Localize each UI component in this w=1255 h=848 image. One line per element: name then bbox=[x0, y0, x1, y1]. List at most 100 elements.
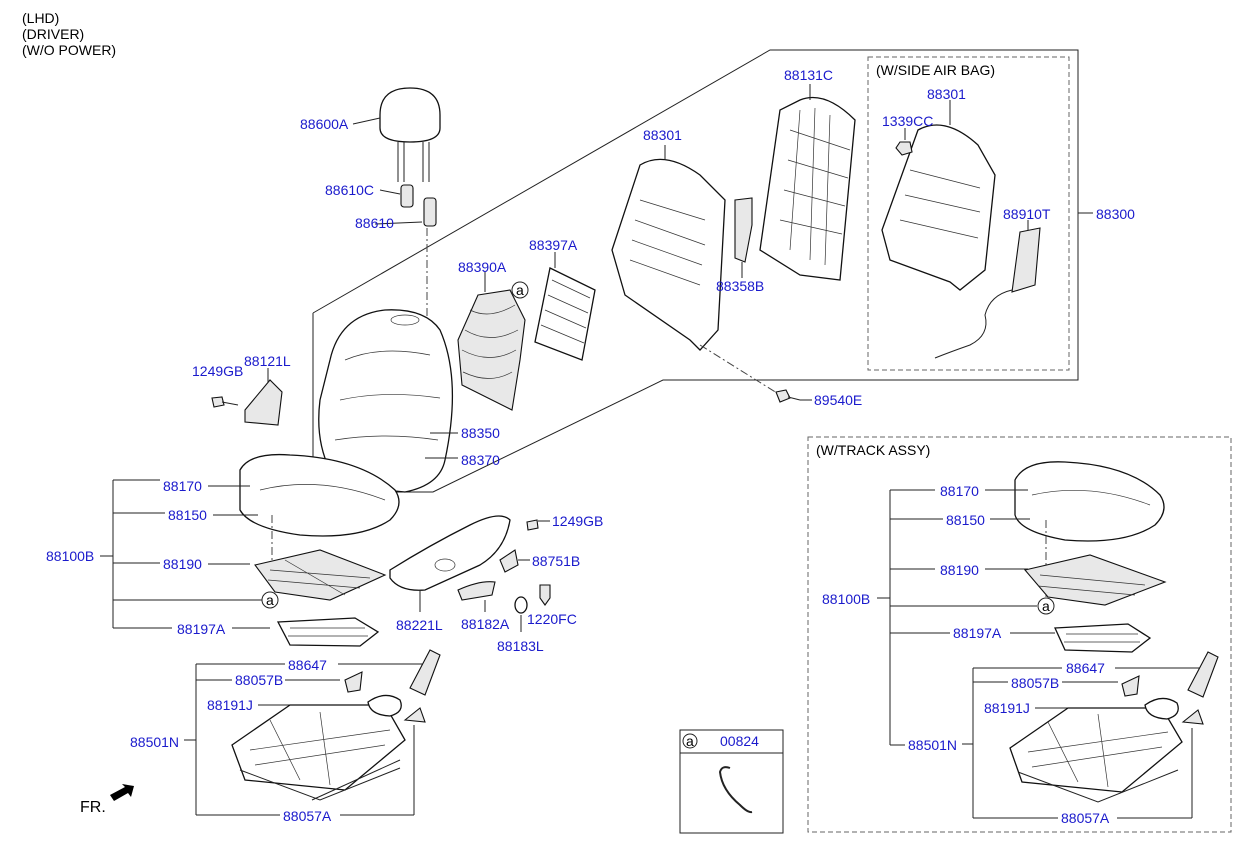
side-airbag-module bbox=[934, 227, 1041, 359]
label-88647[interactable]: 88647 bbox=[288, 657, 327, 673]
header-line-wo-power: (W/O POWER) bbox=[22, 42, 117, 58]
track-callout-a bbox=[1037, 597, 1055, 615]
label-88183L[interactable]: 88183L bbox=[497, 638, 544, 654]
track-cover-88647 bbox=[1187, 651, 1219, 698]
label-88910T[interactable]: 88910T bbox=[1003, 206, 1051, 222]
front-direction-label: FR. bbox=[80, 799, 106, 816]
label-88057A[interactable]: 88057A bbox=[283, 808, 332, 824]
bracket-88057B bbox=[344, 671, 363, 693]
track-assy-box bbox=[807, 436, 1232, 833]
track-bracket-88057B bbox=[1121, 675, 1140, 697]
track-label-88191J[interactable]: 88191J bbox=[984, 700, 1030, 716]
wire-clip-00824 bbox=[718, 766, 753, 814]
screw-1249GB-mid bbox=[526, 519, 539, 531]
header-line-driver: (DRIVER) bbox=[22, 26, 85, 42]
label-88350[interactable]: 88350 bbox=[461, 425, 500, 441]
track-label-88057B[interactable]: 88057B bbox=[1011, 675, 1059, 691]
clip-88647 bbox=[403, 707, 426, 723]
label-1220FC[interactable]: 1220FC bbox=[527, 611, 577, 627]
seat-cushion bbox=[239, 453, 400, 537]
label-88301-main[interactable]: 88301 bbox=[643, 127, 682, 143]
side-airbag-box bbox=[867, 56, 1070, 371]
track-seat-track-frame bbox=[1009, 707, 1183, 803]
track-label-88100B[interactable]: 88100B bbox=[822, 591, 870, 607]
header-notes: (LHD) (DRIVER) (W/O POWER) bbox=[22, 10, 116, 58]
headrest-guide-bracket bbox=[734, 197, 753, 263]
seat-pan bbox=[254, 549, 387, 601]
label-88397A[interactable]: 88397A bbox=[529, 237, 578, 253]
track-label-88197A[interactable]: 88197A bbox=[953, 625, 1002, 641]
lever-88182A bbox=[457, 581, 496, 601]
screw-1220FC bbox=[539, 584, 551, 606]
label-88121L[interactable]: 88121L bbox=[244, 353, 291, 369]
frame-bolt-line bbox=[699, 344, 786, 399]
track-seat-cushion bbox=[1014, 461, 1165, 542]
track-label-88057A[interactable]: 88057A bbox=[1061, 810, 1110, 826]
bracket-88100B bbox=[100, 479, 270, 629]
callout-a-back-text: a bbox=[516, 282, 524, 298]
label-00824[interactable]: 00824 bbox=[720, 733, 759, 749]
seatback-frame-airbag bbox=[881, 124, 996, 291]
clip-detail-callout bbox=[682, 733, 698, 749]
callout-a-cushion-text: a bbox=[266, 592, 274, 608]
header-line-lhd: (LHD) bbox=[22, 10, 60, 26]
label-88390A[interactable]: 88390A bbox=[458, 259, 507, 275]
label-88370[interactable]: 88370 bbox=[461, 452, 500, 468]
label-89540E[interactable]: 89540E bbox=[814, 392, 862, 408]
callout-a-cushion bbox=[261, 591, 279, 609]
knob-88751B bbox=[499, 549, 519, 573]
label-88182A[interactable]: 88182A bbox=[461, 616, 510, 632]
callout-a-back bbox=[511, 281, 529, 299]
label-88358B[interactable]: 88358B bbox=[716, 278, 764, 294]
seatback-board bbox=[759, 96, 856, 281]
recliner-88191J bbox=[367, 694, 402, 717]
seat-track-frame bbox=[231, 704, 406, 801]
label-88610[interactable]: 88610 bbox=[355, 215, 394, 231]
track-label-88170[interactable]: 88170 bbox=[940, 483, 979, 499]
label-88751B[interactable]: 88751B bbox=[532, 553, 580, 569]
label-88100B[interactable]: 88100B bbox=[46, 548, 94, 564]
label-88190[interactable]: 88190 bbox=[163, 556, 202, 572]
track-recliner-88191J bbox=[1144, 697, 1179, 720]
track-label-88647[interactable]: 88647 bbox=[1066, 660, 1105, 676]
track-assy-box-title: (W/TRACK ASSY) bbox=[816, 442, 930, 458]
side-shield bbox=[389, 515, 511, 591]
label-1339CC[interactable]: 1339CC bbox=[882, 113, 933, 129]
label-88197A[interactable]: 88197A bbox=[177, 621, 226, 637]
label-1249GB-mid[interactable]: 1249GB bbox=[552, 513, 603, 529]
label-88501N[interactable]: 88501N bbox=[130, 734, 179, 750]
label-88610C[interactable]: 88610C bbox=[325, 182, 374, 198]
side-airbag-box-title: (W/SIDE AIR BAG) bbox=[876, 62, 995, 78]
cover-88647 bbox=[409, 649, 441, 696]
track-label-88150[interactable]: 88150 bbox=[946, 512, 985, 528]
lumbar-support bbox=[534, 267, 596, 361]
cover-88121L bbox=[244, 379, 283, 426]
headrest-guide bbox=[423, 197, 437, 227]
label-88300[interactable]: 88300 bbox=[1096, 206, 1135, 222]
track-callout-a-text: a bbox=[1042, 598, 1050, 614]
nut-1339CC bbox=[895, 141, 913, 156]
label-88131C[interactable]: 88131C bbox=[784, 67, 833, 83]
label-88221L[interactable]: 88221L bbox=[396, 617, 443, 633]
label-1249GB-left[interactable]: 1249GB bbox=[192, 363, 243, 379]
back-pad-88390A bbox=[457, 289, 526, 411]
clip-detail-callout-text: a bbox=[686, 733, 694, 749]
headrest-guide-locking bbox=[400, 184, 414, 208]
track-label-88501N[interactable]: 88501N bbox=[908, 737, 957, 753]
label-88170[interactable]: 88170 bbox=[163, 478, 202, 494]
label-88600A[interactable]: 88600A bbox=[300, 116, 349, 132]
track-seat-mat bbox=[1054, 623, 1152, 653]
label-88057B[interactable]: 88057B bbox=[235, 672, 283, 688]
label-88191J[interactable]: 88191J bbox=[207, 697, 253, 713]
front-arrow-icon bbox=[110, 784, 134, 801]
track-seat-pan bbox=[1023, 554, 1167, 606]
label-88301-airbag[interactable]: 88301 bbox=[927, 86, 966, 102]
headrest bbox=[379, 87, 441, 182]
screw-1249GB-left bbox=[211, 396, 225, 408]
label-88150[interactable]: 88150 bbox=[168, 507, 207, 523]
cap-88183L bbox=[514, 596, 528, 614]
clip-detail-box bbox=[679, 729, 784, 834]
track-label-88190[interactable]: 88190 bbox=[940, 562, 979, 578]
seatback-frame bbox=[611, 158, 726, 351]
